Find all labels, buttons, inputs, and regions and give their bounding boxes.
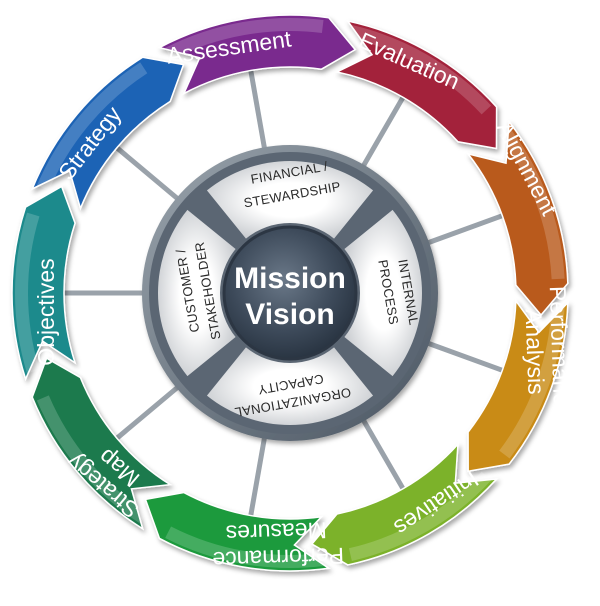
cycle-ring (11, 14, 569, 572)
ring-segment-assessment (157, 14, 357, 96)
perspective-quadrants (158, 161, 422, 425)
ring-segment-highlight (165, 526, 324, 568)
hub-label-mission: Mission (234, 262, 346, 295)
wheel-spokes (60, 66, 507, 520)
quadrant-left-panel (158, 209, 236, 377)
quadrant-right-panel (344, 209, 422, 377)
ring-segment-highlight (348, 471, 492, 561)
ring-segment-performance-measures (144, 491, 331, 572)
ring-segment-evaluation (334, 19, 498, 150)
ring-segment-performance-analysis (467, 298, 569, 473)
spoke (420, 338, 507, 375)
ring-segment-highlight (499, 127, 565, 280)
segment-label-objectives: Objectives (33, 258, 59, 365)
segment-label-performance-analysis-line2: Analysis (521, 308, 550, 395)
spoke (357, 92, 408, 174)
spoke (112, 381, 185, 443)
spoke (420, 211, 507, 248)
hub-label-vision: Vision (245, 298, 334, 331)
ring-segment-highlight (36, 62, 148, 191)
ring-segment-highlight (15, 212, 40, 374)
ring-segment-alignment (466, 119, 569, 317)
segment-label-performance-analysis-line1: Performance (545, 285, 576, 417)
ring-segment-objectives (11, 185, 77, 381)
ring-segment-initiatives (310, 442, 499, 566)
ring-segment-highlight (348, 25, 492, 115)
spoke (357, 412, 408, 494)
segment-label-performance-measures-line2: Measures (225, 517, 327, 547)
hub-circle (222, 225, 358, 361)
spoke (247, 66, 269, 156)
quadrant-bottom-panel (206, 347, 374, 425)
segment-label-performance-measures-line1: Performance (212, 543, 344, 574)
ring-segment-strategy-map (31, 357, 173, 531)
center-disc: Mission Vision (142, 145, 438, 441)
spoke (247, 430, 269, 520)
ring-segment-highlight (36, 395, 148, 524)
ring-segment-strategy (30, 56, 185, 211)
spoke (112, 143, 185, 205)
ring-segment-highlight (499, 306, 565, 459)
ring-segment-highlight (165, 18, 324, 60)
quadrant-top-panel (206, 161, 374, 239)
